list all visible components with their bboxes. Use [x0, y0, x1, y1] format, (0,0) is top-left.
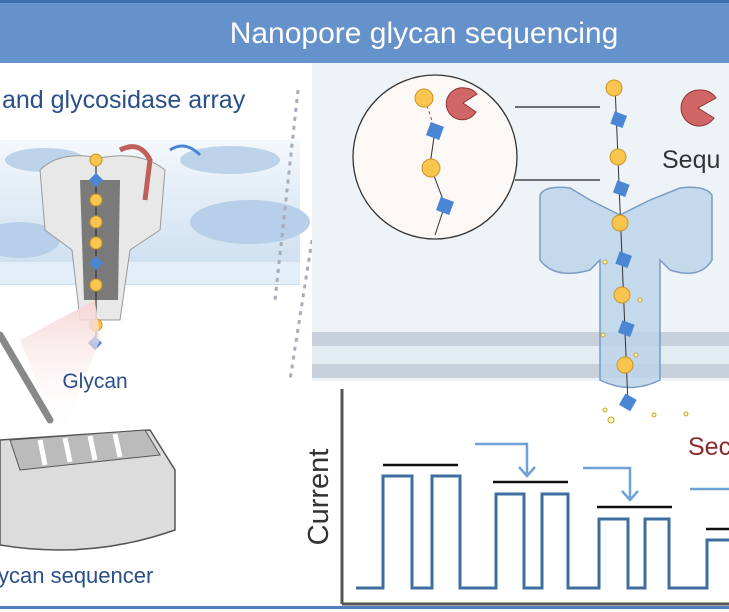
array-membrane: [0, 262, 300, 284]
y-axis-label: Current: [303, 449, 335, 546]
glycosidase-enzyme: [169, 144, 202, 157]
signal-label: Sec: [688, 433, 729, 461]
step-arrow-icon: [583, 466, 639, 502]
header-band: [0, 0, 729, 63]
header-top-line: [0, 0, 729, 3]
sample-beam: [20, 300, 100, 440]
membrane-core: [312, 346, 729, 364]
device-label: ycan sequencer: [0, 563, 153, 588]
current-trace: [356, 474, 729, 590]
galactose-circle: [414, 88, 434, 108]
membrane-top: [312, 332, 729, 346]
membrane-bottom: [312, 364, 729, 378]
glycan-chain-magnified: [429, 129, 446, 236]
pipette: [0, 331, 54, 424]
device-flowcell: [9, 429, 161, 471]
nanopore: [539, 186, 713, 389]
header-title: Nanopore glycan sequencing: [230, 17, 619, 50]
pore-well: [190, 200, 310, 244]
glcnac-square: [436, 197, 454, 215]
enzyme-label: Sequ: [662, 146, 720, 174]
bottom-border: [0, 606, 729, 609]
enzyme-pacman-icon: [445, 87, 478, 121]
step-arrow-icon: [475, 442, 536, 478]
pore-well: [0, 222, 60, 258]
glycosidase-enzyme: [118, 144, 153, 201]
released-monosaccharides: [600, 259, 689, 424]
pore-well: [180, 146, 280, 174]
glycan-label: Glycan: [62, 370, 127, 393]
glcnac-square: [426, 122, 444, 140]
enzyme-pacman-icon: [680, 89, 717, 127]
glycan-monomers-pore: [605, 79, 637, 412]
galactose-circle: [421, 158, 441, 178]
glycan-chain-pore: [614, 84, 629, 406]
array-label: and glycosidase array: [2, 86, 246, 114]
zoom-line: [288, 239, 314, 381]
device-channels: [37, 433, 123, 466]
magnifier-circle: [352, 74, 518, 240]
